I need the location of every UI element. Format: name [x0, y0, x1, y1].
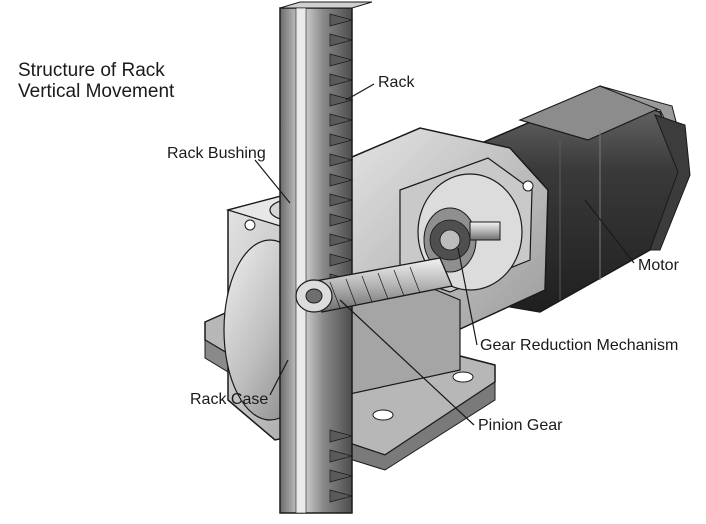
motor-label: Motor: [638, 257, 679, 274]
gear-reduction-housing: [344, 127, 549, 331]
rack-label: Rack: [378, 74, 415, 91]
pinion-gear-assembly: [295, 257, 453, 313]
diagram-title-line-1: Structure of Rack: [18, 60, 165, 81]
rack-bushing-label: Rack Bushing: [167, 145, 266, 162]
rack-bar: [279, 1, 373, 514]
diagram-title-line-2: Vertical Movement: [18, 81, 175, 102]
rack-case-label: Rack Case: [190, 391, 269, 408]
rack-leader-line: [345, 83, 375, 101]
leader-lines: [254, 83, 635, 426]
motor-leader-line: [584, 199, 635, 264]
gear-reduction-leader-line: [457, 247, 478, 346]
gear-reduction-label: Gear Reduction Mechanism: [480, 337, 679, 354]
rack-bushing-leader-line: [254, 159, 291, 204]
pinion-gear-leader-line: [339, 299, 475, 426]
reduction-gear-teeth: [429, 219, 471, 261]
rack-teeth: [329, 13, 354, 503]
rack-case-leader-line: [269, 359, 289, 396]
diagram-title: Structure of Rack Vertical Movement: [18, 60, 174, 102]
pinion-gear-label: Pinion Gear: [478, 417, 563, 434]
